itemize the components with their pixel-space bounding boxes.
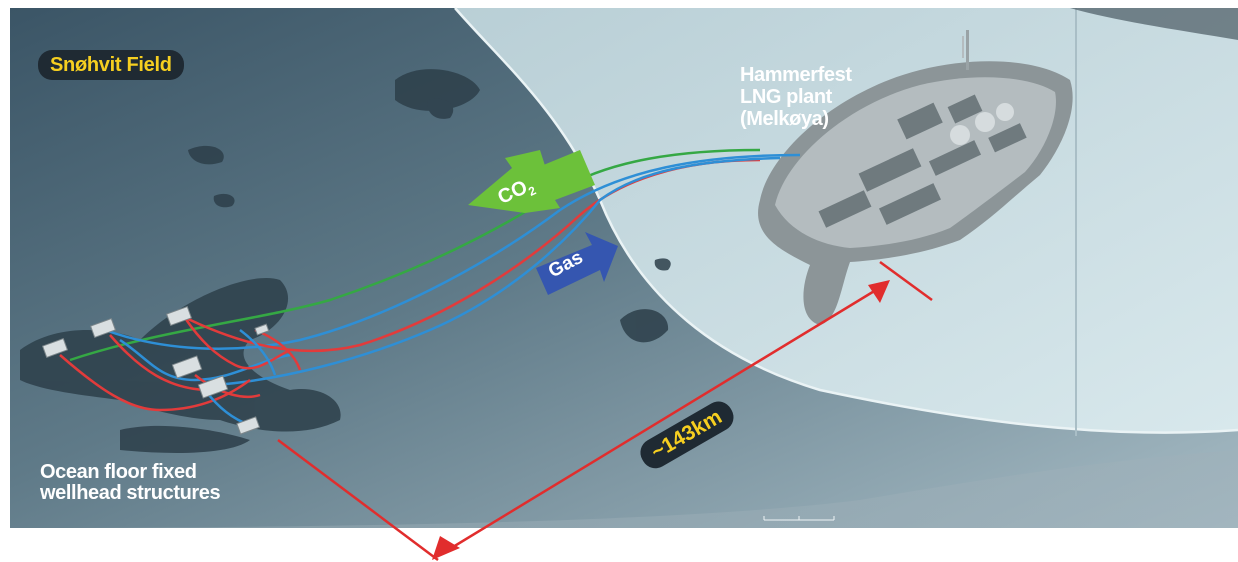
wellhead [89, 317, 117, 339]
lower-sea [10, 450, 1238, 528]
co2-arrow-shape [468, 150, 595, 213]
wellhead [236, 416, 261, 435]
wellhead [165, 305, 193, 327]
wellhead [254, 323, 270, 336]
wellhead [171, 355, 203, 379]
wellhead-label-line: wellhead structures [40, 482, 221, 504]
distance-measure [277, 260, 933, 561]
arrowhead-right [868, 280, 890, 303]
scale-bar [763, 516, 835, 521]
pipelines [59, 148, 801, 427]
pipeline-blue-2 [214, 156, 781, 387]
lng-plant-island [758, 30, 1073, 326]
wellhead [41, 337, 69, 359]
field-name-badge: Snøhvit Field [38, 50, 184, 80]
wellhead-structures [41, 305, 270, 435]
plant-label-line: LNG plant [740, 86, 832, 108]
plant-label: Hammerfest LNG plant (Melkøya) [740, 64, 910, 130]
coast-border [454, 7, 1238, 434]
plant-label-line: Hammerfest [740, 64, 852, 86]
pipeline-blue-1 [104, 153, 801, 350]
plant-label-line: (Melkøya) [740, 108, 829, 130]
gas-arrow-shape [536, 232, 618, 295]
wellhead [197, 375, 229, 399]
pipeline-green [69, 148, 761, 362]
wellhead-label-line: Ocean floor fixed [40, 461, 197, 483]
wellhead-label: Ocean floor fixed wellhead structures [40, 462, 300, 504]
arrowhead-left [432, 536, 460, 560]
